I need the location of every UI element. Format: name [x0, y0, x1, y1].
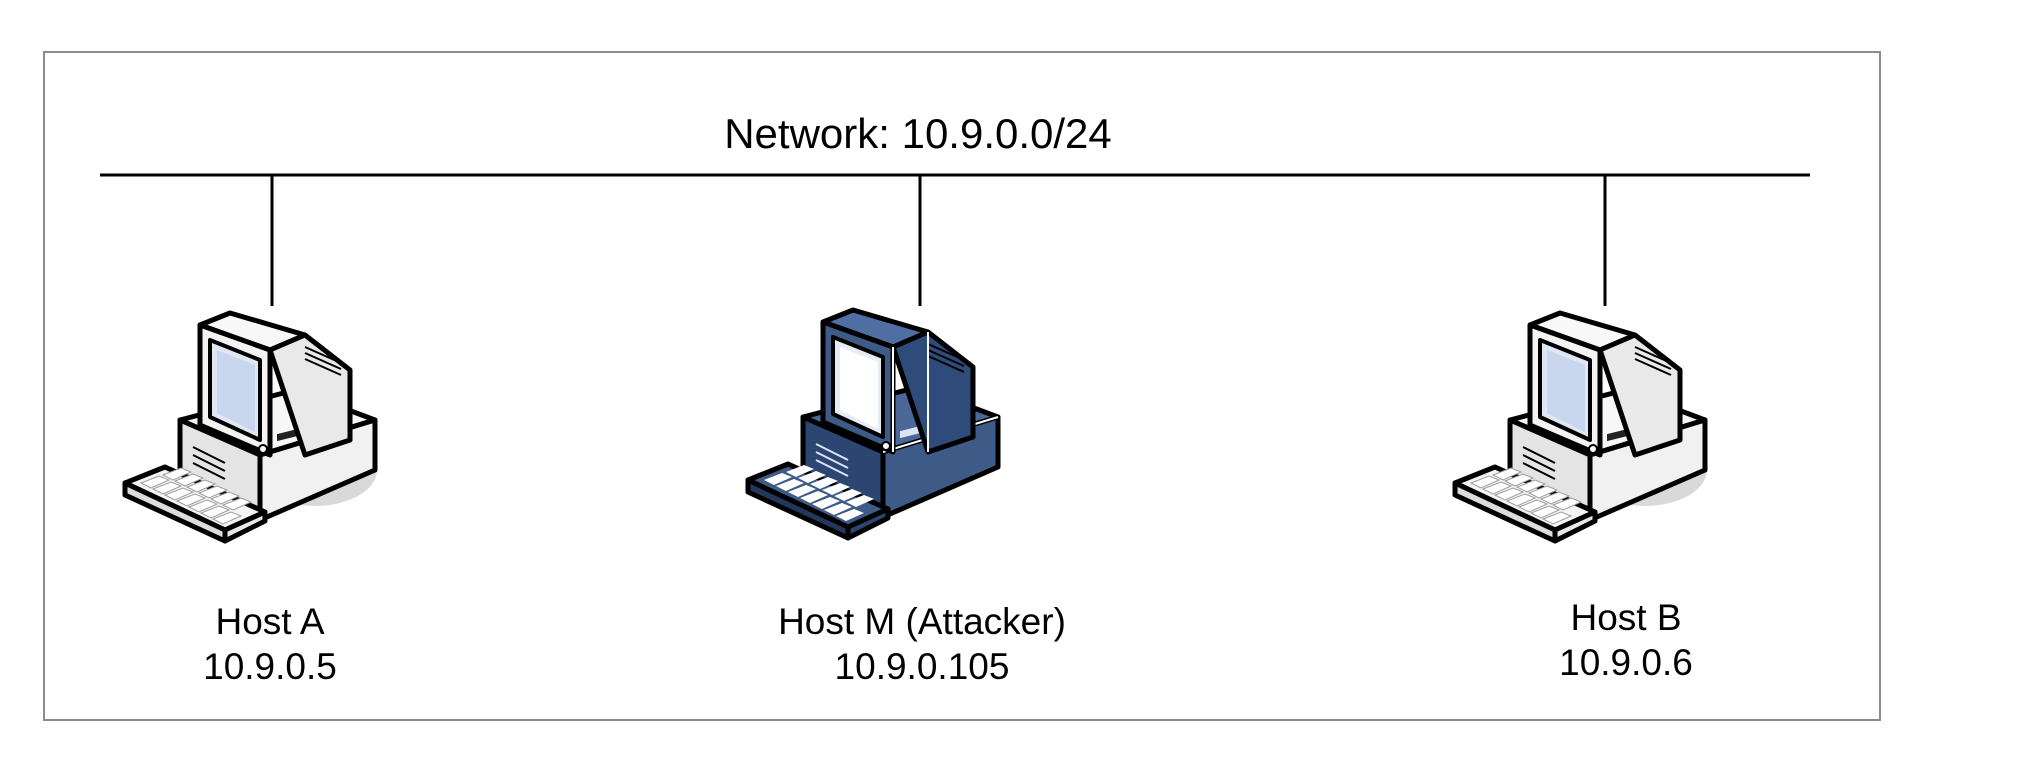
- host-a-ip: 10.9.0.5: [203, 646, 337, 687]
- host-a-name: Host A: [216, 601, 325, 642]
- host-b-ip: 10.9.0.6: [1559, 642, 1693, 683]
- diagram-frame: [43, 51, 1881, 721]
- host-a-computer-icon: [125, 313, 377, 541]
- host-b-computer-icon: [1455, 313, 1707, 541]
- host-b-name: Host B: [1570, 597, 1681, 638]
- host-m-computer-icon: [748, 310, 998, 538]
- network-label: Network: 10.9.0.0/24: [724, 110, 1112, 157]
- host-m-ip: 10.9.0.105: [835, 646, 1010, 687]
- host-m-name: Host M (Attacker): [778, 601, 1066, 642]
